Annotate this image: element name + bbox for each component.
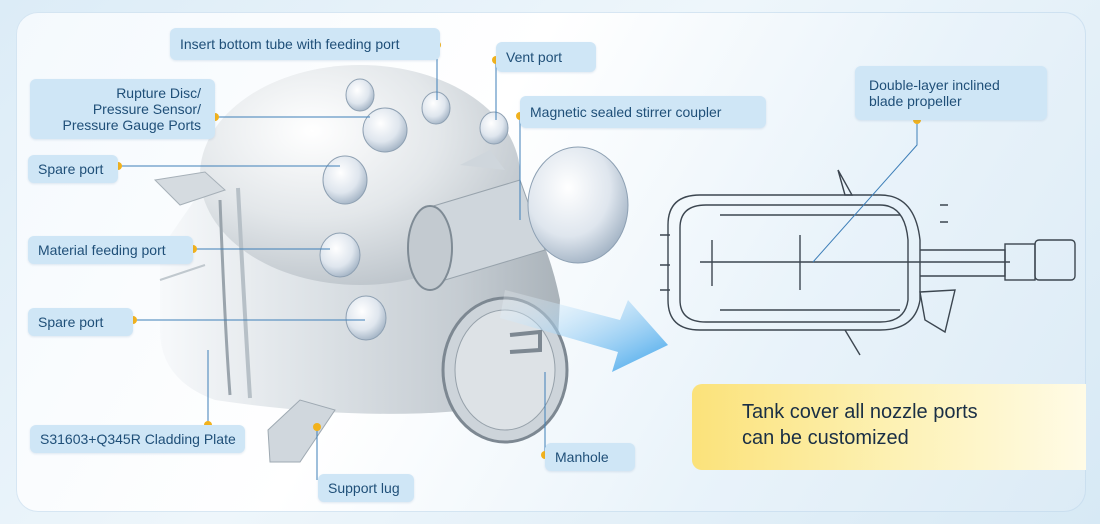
leader-lines xyxy=(118,45,918,480)
label-support-lug: Support lug xyxy=(318,474,414,502)
nozzle-ports xyxy=(319,78,509,341)
label-propeller: Double-layer inclined blade propeller xyxy=(855,66,1047,120)
label-manhole: Manhole xyxy=(545,443,635,471)
label-spare-port-top: Spare port xyxy=(28,155,118,183)
transition-arrow xyxy=(500,290,668,372)
label-insert-bottom-tube: Insert bottom tube with feeding port xyxy=(170,28,440,60)
callout-line-2: can be customized xyxy=(742,427,909,449)
callout-line-1: Tank cover all nozzle ports xyxy=(742,401,978,423)
label-vent-port: Vent port xyxy=(496,42,596,72)
label-magnetic-coupler: Magnetic sealed stirrer coupler xyxy=(520,96,766,128)
callout-text: Tank cover all nozzle ports can be custo… xyxy=(742,399,1082,451)
stirrer-coupler-shape xyxy=(407,146,629,291)
label-material-feeding-port: Material feeding port xyxy=(28,236,193,264)
label-cladding-plate: S31603+Q345R Cladding Plate xyxy=(30,425,245,453)
label-rupture-disc: Rupture Disc/ Pressure Sensor/ Pressure … xyxy=(30,79,215,139)
label-spare-port-bottom: Spare port xyxy=(28,308,133,336)
customization-callout xyxy=(692,384,1086,470)
reactor-schematic xyxy=(660,169,1076,356)
manhole-shape xyxy=(441,296,569,444)
